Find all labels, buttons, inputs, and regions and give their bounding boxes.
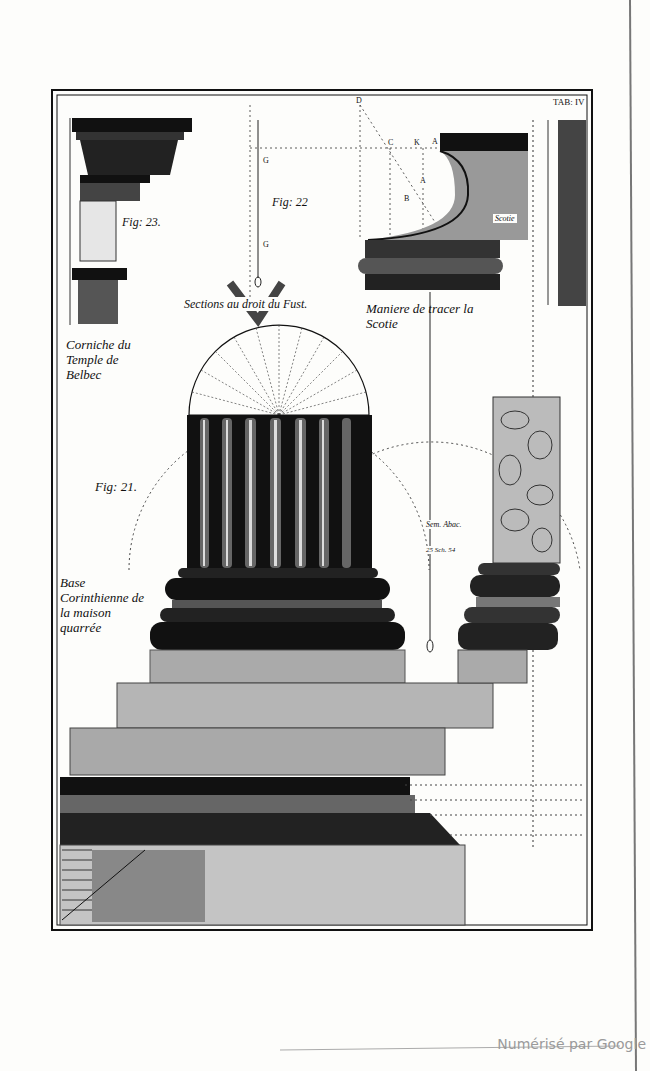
label-text: G	[261, 156, 271, 165]
plate-label: Base Corinthienne de la maison quarrée	[60, 576, 152, 636]
plate-label: Maniere de tracer la Scotie	[366, 302, 501, 332]
plate-label: K	[412, 138, 422, 147]
plate-label: A	[418, 176, 428, 185]
label-text: Base Corinthienne de la maison quarrée	[60, 575, 144, 635]
label-text: Corniche du Temple de Belbec	[66, 337, 131, 382]
plate-label: A	[430, 137, 440, 146]
label-text: Fig: 21.	[95, 479, 137, 494]
label-text: TAB: IV	[553, 97, 585, 107]
label-text: Sem. Abac.	[424, 520, 464, 529]
plate-label: G	[261, 156, 271, 165]
label-text: Fig: 23.	[122, 215, 161, 229]
plate-label: Fig: 22	[272, 196, 308, 210]
label-text: B	[402, 194, 411, 203]
label-text: C	[386, 138, 395, 147]
plate-label: Corniche du Temple de Belbec	[66, 338, 148, 383]
plate-label: Scotie	[493, 214, 517, 223]
label-text: G	[261, 240, 271, 249]
label-text: K	[412, 138, 422, 147]
plate-label: TAB: IV	[553, 97, 593, 107]
plate-label: Fig: 21.	[95, 480, 137, 495]
plate-label: Sem. Abac.	[424, 520, 464, 529]
plate-label: Sections au droit du Fust.	[182, 298, 332, 312]
label-text: Sections au droit du Fust.	[182, 297, 309, 311]
label-text: Scotie	[493, 214, 517, 223]
label-text: D	[356, 96, 362, 105]
label-text: 25 Sch. 54	[424, 546, 457, 554]
label-text: A	[418, 176, 428, 185]
plate-label: G	[261, 240, 271, 249]
plate-label: D	[356, 96, 362, 105]
plate-label: Numérisé par Google	[497, 1036, 646, 1052]
label-text: Numérisé par Google	[497, 1036, 646, 1052]
label-text: Maniere de tracer la Scotie	[366, 301, 473, 331]
plate-label: Fig: 23.	[122, 216, 161, 230]
plate-label: B	[402, 194, 411, 203]
label-text: A	[430, 137, 440, 146]
label-text: Fig: 22	[272, 195, 308, 209]
plate-label: 25 Sch. 54	[424, 546, 457, 554]
plate-label: C	[386, 138, 395, 147]
